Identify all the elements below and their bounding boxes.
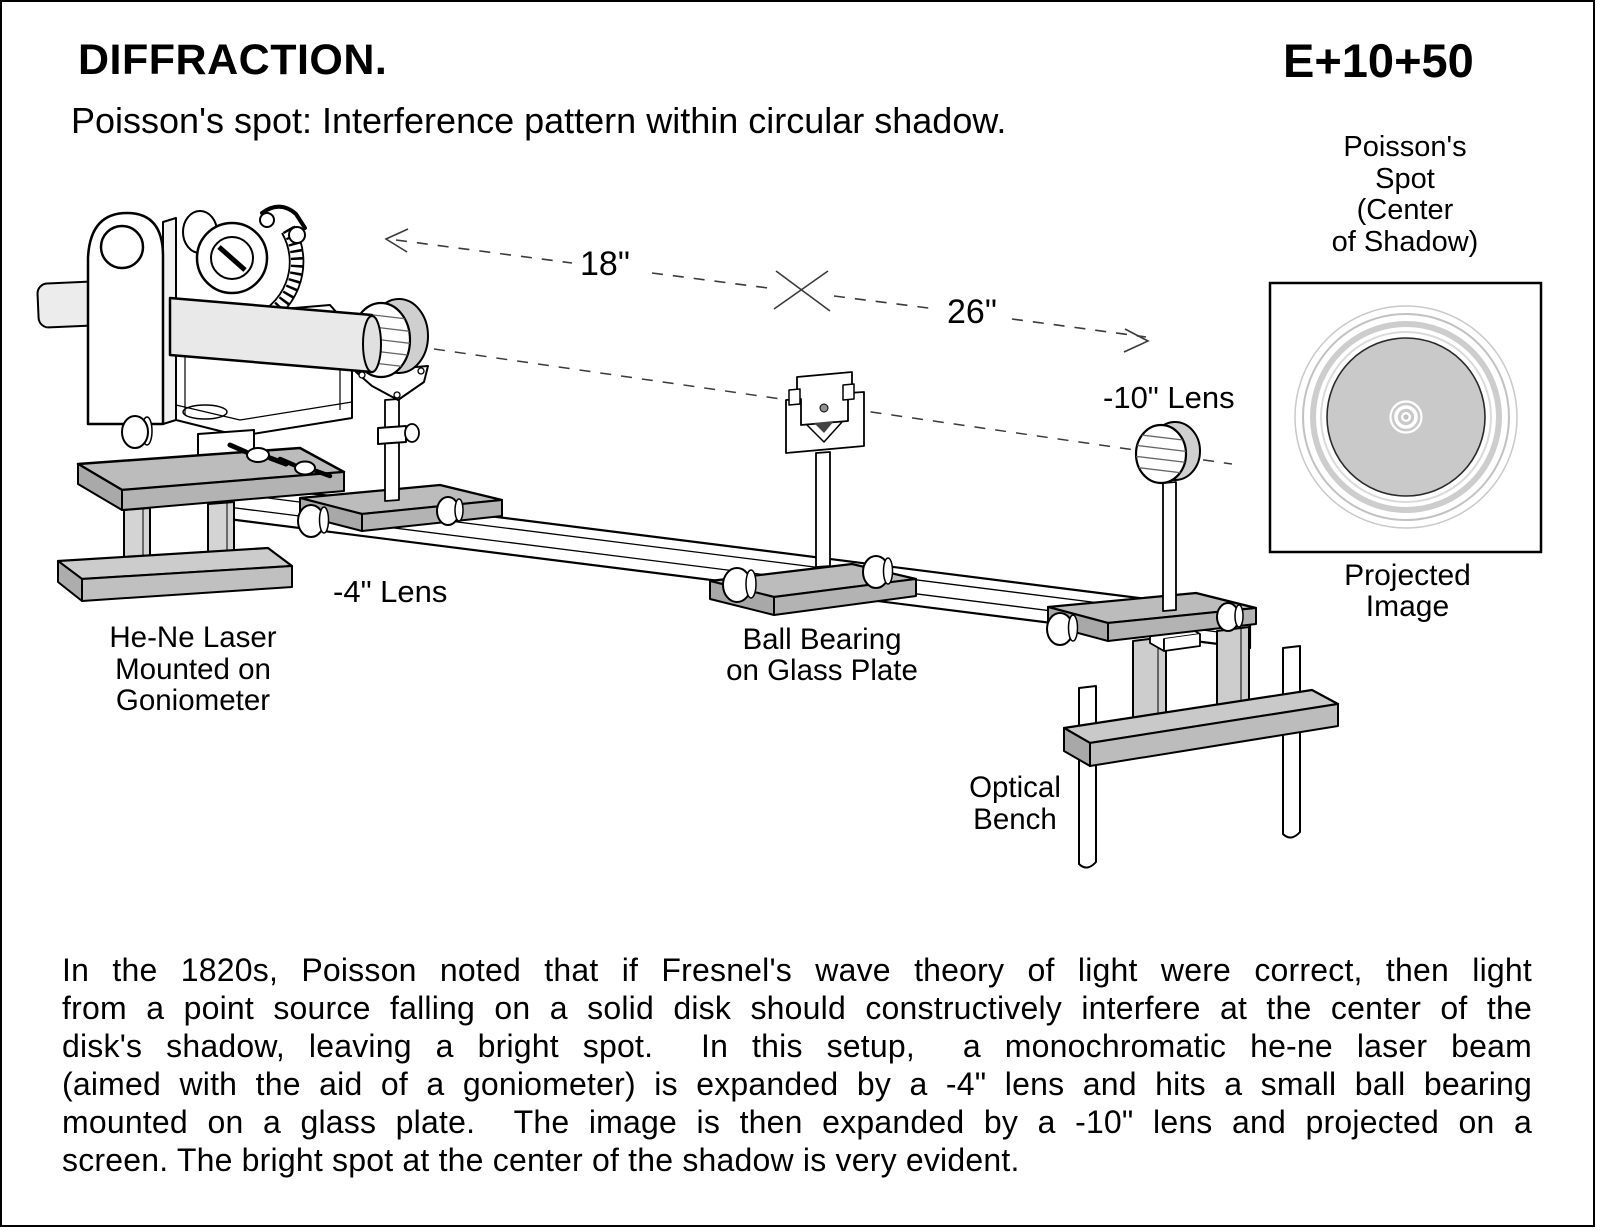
description-line: screen. The bright spot at the center of… (62, 1142, 1020, 1178)
ball-bearing-illustration (708, 371, 918, 616)
lens-10-label: -10" Lens (1103, 380, 1235, 415)
catalog-number: E+10+50 (1283, 34, 1474, 87)
page-subtitle: Poisson's spot: Interference pattern wit… (71, 100, 1007, 141)
distance-26-label: 26" (947, 293, 997, 331)
lens-4-label: -4" Lens (333, 574, 448, 609)
optical-bench-label: Optical Bench (969, 771, 1061, 836)
description-line: (aimed with the aid of a goniometer) is … (62, 1066, 1532, 1102)
laser-label: He-Ne Laser Mounted on Goniometer (109, 621, 277, 717)
description-paragraph: In the 1820s, Poisson noted that if Fres… (62, 951, 1532, 1179)
arrow-left-icon (384, 228, 409, 253)
projected-image-inset (1268, 281, 1543, 554)
description-line: mounted on a glass plate. The image is t… (62, 1104, 1532, 1140)
laser-foot (56, 501, 294, 602)
ball-bearing-label: Ball Bearing on Glass Plate (726, 623, 918, 687)
laser-goniometer-illustration (36, 204, 382, 511)
dimension-line (384, 228, 1150, 353)
description-line: from a point source falling on a solid d… (62, 990, 1532, 1026)
description-line: In the 1820s, Poisson noted that if Fres… (62, 952, 1532, 988)
description-line: disk's shadow, leaving a bright spot. In… (62, 1028, 1532, 1064)
inset-caption: Poisson's Spot (Center of Shadow) (1331, 131, 1479, 258)
page-title: DIFFRACTION. (78, 36, 388, 84)
distance-18-label: 18" (580, 245, 630, 283)
arrow-right-icon (1123, 328, 1150, 353)
projected-image-label: Projected Image (1344, 559, 1471, 623)
lens-10-illustration (1046, 421, 1258, 646)
